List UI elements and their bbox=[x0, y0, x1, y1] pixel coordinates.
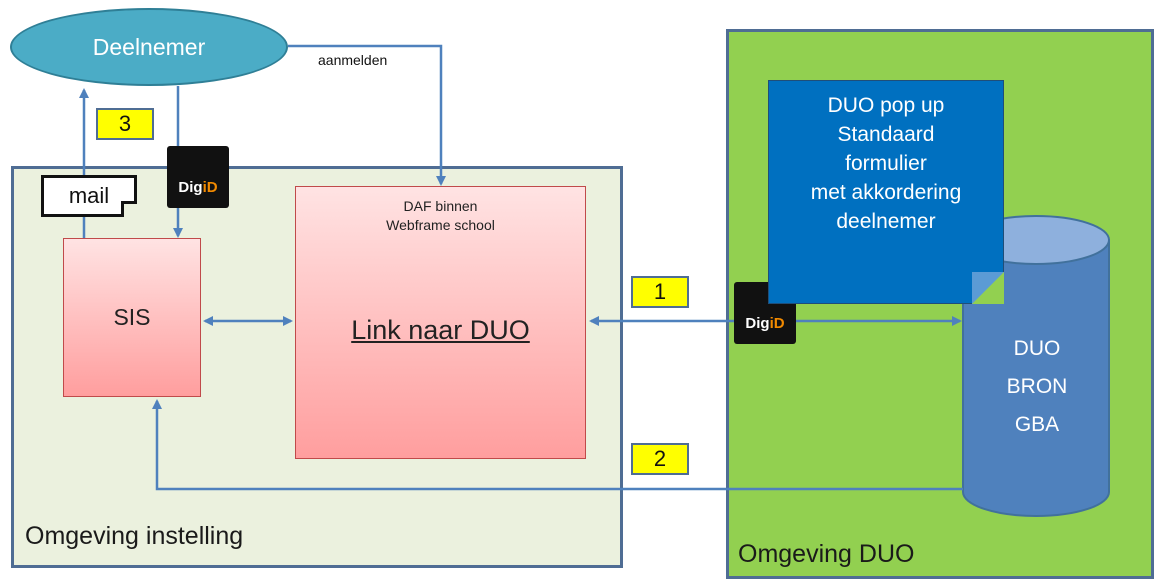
step-badge-2: 2 bbox=[631, 443, 689, 475]
participant-label: Deelnemer bbox=[92, 33, 206, 60]
step-badge-3: 3 bbox=[96, 108, 154, 140]
zone-instelling-label: Omgeving instelling bbox=[25, 522, 244, 550]
database-line2: BRON bbox=[1006, 375, 1068, 398]
link-naar-duo[interactable]: Link naar DUO bbox=[351, 315, 530, 345]
sis-box: SIS bbox=[63, 238, 201, 397]
database-line3: GBA bbox=[1014, 413, 1060, 436]
arrow-head-daf bbox=[589, 316, 599, 326]
digid-text-accent: iD bbox=[202, 179, 218, 196]
note-line2: Standaard bbox=[837, 123, 935, 146]
note-line5: deelnemer bbox=[836, 210, 936, 233]
participant-ellipse: Deelnemer bbox=[10, 8, 288, 86]
digid-text: Dig bbox=[745, 315, 770, 332]
note-line1: DUO pop up bbox=[827, 94, 945, 117]
zone-duo-label: Omgeving DUO bbox=[738, 540, 915, 568]
aanmelden-label: aanmelden bbox=[318, 52, 388, 68]
daf-title-line2: Webframe school bbox=[386, 217, 495, 233]
database-line1: DUO bbox=[1013, 337, 1061, 360]
mail-label: mail bbox=[68, 183, 110, 208]
note-fold bbox=[972, 272, 1004, 304]
database-label: DUO BRON GBA bbox=[965, 330, 1109, 444]
digid-text-accent: iD bbox=[769, 315, 785, 332]
duo-popup-note: DUO pop up Standaard formulier met akkor… bbox=[768, 80, 1004, 304]
mail-icon: mail bbox=[41, 175, 137, 217]
arrow-duo-to-sis bbox=[152, 399, 963, 491]
digid-text: Dig bbox=[178, 179, 203, 196]
arrow-aanmelden bbox=[288, 44, 446, 186]
note-line3: formulier bbox=[845, 152, 927, 175]
digid-logo-icon: DigiD bbox=[167, 146, 229, 208]
note-line4: met akkordering bbox=[810, 181, 962, 204]
sis-label: SIS bbox=[113, 304, 151, 330]
arrow-head-sis bbox=[203, 316, 213, 326]
step-badge-1: 1 bbox=[631, 276, 689, 308]
daf-title-line1: DAF binnen bbox=[403, 198, 478, 214]
daf-box: DAF binnen Webframe school Link naar DUO bbox=[295, 186, 586, 459]
